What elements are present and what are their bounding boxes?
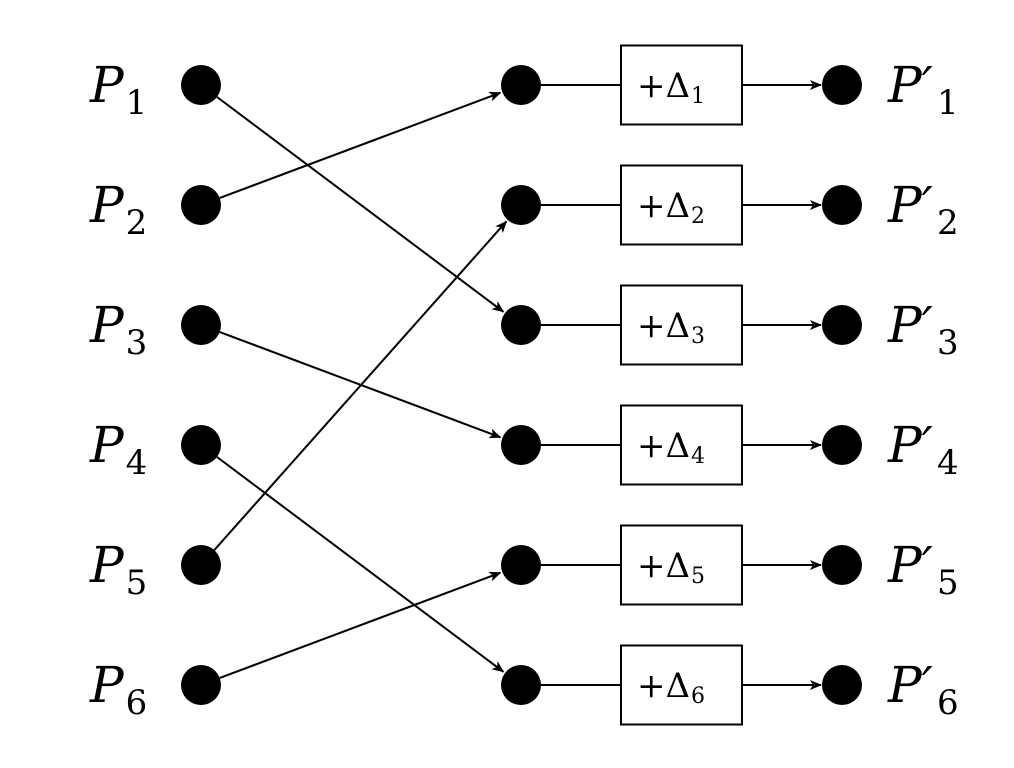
delta-box-1 — [620, 44, 743, 126]
permuted-node-4 — [501, 425, 541, 465]
input-node-1 — [181, 65, 221, 105]
input-label-5: P5 — [89, 536, 147, 603]
permuted-node-2 — [501, 185, 541, 225]
input-label-4: P4 — [89, 416, 147, 483]
edge-p6-to-slot5 — [219, 571, 502, 679]
output-node-3 — [822, 305, 862, 345]
input-node-6 — [181, 665, 221, 705]
delta-label-4: +Δ4 — [637, 426, 705, 469]
permuted-node-6 — [501, 665, 541, 705]
edge-p2-to-slot1 — [219, 91, 502, 199]
delta-label-6: +Δ6 — [637, 666, 705, 709]
delta-label-1: +Δ1 — [637, 66, 705, 109]
input-label-2: P2 — [89, 176, 147, 243]
delta-box-4 — [620, 404, 743, 486]
row-5: P5 +Δ5 P′5 — [89, 524, 959, 606]
row-1: P1 +Δ1 P′1 — [89, 44, 959, 126]
delta-box-6 — [620, 644, 743, 726]
output-label-6: P′6 — [887, 656, 959, 723]
output-label-3: P′3 — [887, 296, 959, 363]
output-node-5 — [822, 545, 862, 585]
output-label-4: P′4 — [887, 416, 959, 483]
edge-p5-to-slot2 — [213, 220, 508, 551]
rows: P1 +Δ1 P′1P2 +Δ2 P′2P3 +Δ3 P′3P4 +Δ4 P′4P5 +Δ5 P′5… — [89, 44, 959, 726]
permuted-node-3 — [501, 305, 541, 345]
delta-label-2: +Δ2 — [637, 186, 705, 229]
permutation-edges — [213, 91, 508, 679]
input-label-6: P6 — [89, 656, 147, 723]
output-node-6 — [822, 665, 862, 705]
output-node-1 — [822, 65, 862, 105]
row-2: P2 +Δ2 P′2 — [89, 164, 959, 246]
edge-p1-to-slot3 — [216, 96, 505, 313]
row-4: P4 +Δ4 P′4 — [89, 404, 959, 486]
output-label-1: P′1 — [887, 56, 959, 123]
delta-label-5: +Δ5 — [637, 546, 705, 589]
row-3: P3 +Δ3 P′3 — [89, 284, 959, 366]
permuted-node-1 — [501, 65, 541, 105]
input-node-3 — [181, 305, 221, 345]
permuted-node-5 — [501, 545, 541, 585]
output-label-2: P′2 — [887, 176, 959, 243]
edge-p4-to-slot6 — [216, 456, 505, 673]
input-node-5 — [181, 545, 221, 585]
input-label-3: P3 — [89, 296, 147, 363]
row-6: P6 +Δ6 P′6 — [89, 644, 959, 726]
delta-box-3 — [620, 284, 743, 366]
input-node-2 — [181, 185, 221, 225]
output-node-4 — [822, 425, 862, 465]
delta-label-3: +Δ3 — [637, 306, 705, 349]
output-label-5: P′5 — [887, 536, 959, 603]
output-node-2 — [822, 185, 862, 225]
input-label-1: P1 — [89, 56, 147, 123]
input-node-4 — [181, 425, 221, 465]
